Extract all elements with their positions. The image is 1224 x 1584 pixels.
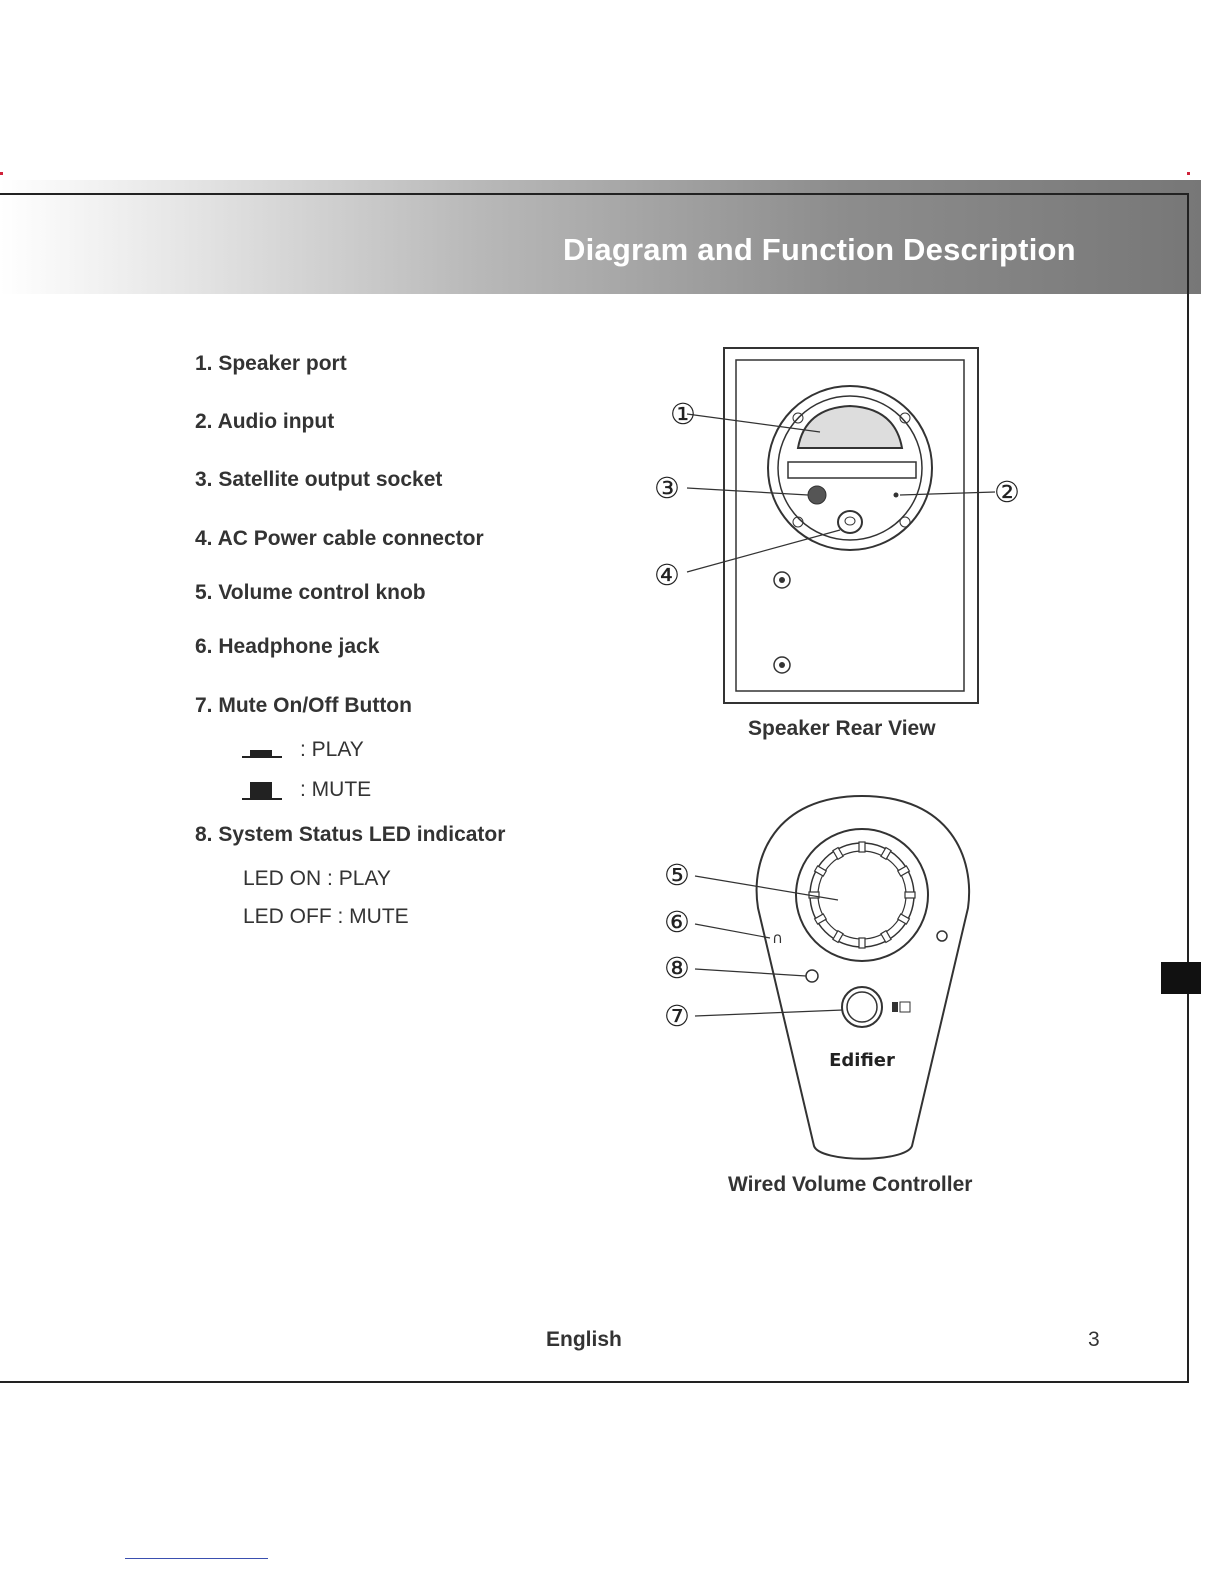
mute-state-play: : PLAY [300,738,364,761]
led-state-off: LED OFF : MUTE [243,905,409,928]
crop-mark [1187,172,1190,175]
footer-language: English [546,1328,622,1351]
callout-5: ⑤ [664,858,690,892]
controller-caption: Wired Volume Controller [728,1173,973,1196]
knob-rib [880,846,892,861]
switch-down-icon [242,782,282,800]
bottom-link-rule [125,1558,268,1559]
knob-rib [896,913,911,925]
callout-4: ④ [654,558,680,592]
knob-rib [858,841,866,853]
knob-rib [832,846,844,861]
feature-item: 3. Satellite output socket [195,468,443,491]
knob-rib [858,937,866,949]
page-number: 3 [1088,1328,1100,1351]
section-tab-marker [1161,962,1201,994]
brand-label: Edifier [829,1050,895,1071]
mute-state-mute: : MUTE [300,778,372,801]
speaker-rear-diagram: ① ② ③ ④ [654,347,1020,704]
knob-rib [813,913,828,925]
callout-6: ⑥ [664,905,690,939]
feature-item: 5. Volume control knob [195,581,426,604]
switch-up-icon [242,750,282,758]
led-state-on: LED ON : PLAY [243,867,391,890]
knob-rib [880,929,892,944]
feature-item: 6. Headphone jack [195,635,380,658]
callout-8: ⑧ [664,951,690,985]
callout-2: ② [994,475,1020,509]
feature-item: 2. Audio input [195,410,335,433]
feature-item: 4. AC Power cable connector [195,527,484,550]
feature-item: 7. Mute On/Off Button [195,694,412,717]
feature-item: 8. System Status LED indicator [195,823,506,846]
callout-1: ① [670,397,696,431]
volume-controller-diagram: ∩ ⑤ ⑥ ⑧ ⑦ Edifier [664,794,971,1160]
rear-view-caption: Speaker Rear View [748,717,936,740]
knob-rib [904,891,916,899]
page-title: Diagram and Function Description [563,232,1076,267]
svg-text:∩: ∩ [772,929,783,947]
feature-item: 1. Speaker port [195,352,347,375]
knob-rib [813,865,828,877]
crop-mark [0,172,3,175]
header-band [0,180,1201,294]
page-frame [0,193,1189,1383]
knob-rib [896,865,911,877]
knob-rib [832,929,844,944]
callout-3: ③ [654,471,680,505]
callout-7: ⑦ [664,999,690,1033]
